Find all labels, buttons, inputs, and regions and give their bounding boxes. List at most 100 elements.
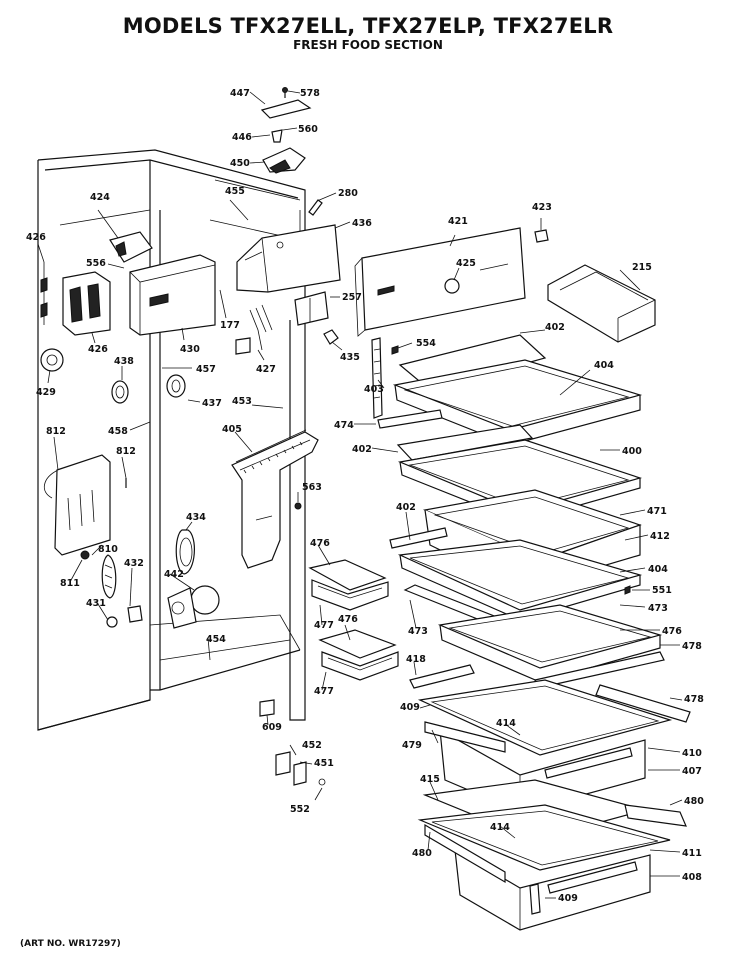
callout-215: 215 xyxy=(632,262,652,273)
callout-437: 437 xyxy=(202,398,222,409)
callout-421: 421 xyxy=(448,216,468,227)
callout-414-lower: 414 xyxy=(490,822,510,833)
callout-811: 811 xyxy=(60,578,80,589)
callout-812-right: 812 xyxy=(116,446,136,457)
light-socket-assembly xyxy=(167,529,220,629)
callout-402-low: 402 xyxy=(396,502,416,513)
wiring-427-257 xyxy=(235,291,329,355)
crisper-drawer-408 xyxy=(417,804,671,931)
part-280 xyxy=(308,199,323,216)
callout-411: 411 xyxy=(682,848,702,859)
callout-812-left: 812 xyxy=(46,426,66,437)
callout-415: 415 xyxy=(420,774,440,785)
callout-424: 424 xyxy=(90,192,110,203)
callout-404-top: 404 xyxy=(594,360,614,371)
crisper-drawer-407 xyxy=(417,679,673,813)
callout-563: 563 xyxy=(302,482,322,493)
callout-609: 609 xyxy=(262,722,282,733)
part-402-lower xyxy=(389,527,448,549)
callout-810: 810 xyxy=(98,544,118,555)
callout-426-bottom: 426 xyxy=(88,344,108,355)
callout-480-left: 480 xyxy=(412,848,432,859)
control-panel-421 xyxy=(354,227,526,337)
part-423 xyxy=(534,229,549,243)
callout-409-lower: 409 xyxy=(558,893,578,904)
callout-554: 554 xyxy=(416,338,436,349)
callout-446: 446 xyxy=(232,132,252,143)
callout-403: 403 xyxy=(364,384,384,395)
diagram-title: MODELS TFX27ELL, TFX27ELP, TFX27ELR xyxy=(122,14,614,38)
callout-423: 423 xyxy=(532,202,552,213)
callout-431: 431 xyxy=(86,598,106,609)
damper-control-assembly xyxy=(40,231,216,336)
callout-402-top: 402 xyxy=(545,322,565,333)
callout-438: 438 xyxy=(114,356,134,367)
callout-473-right: 473 xyxy=(648,603,668,614)
callout-457: 457 xyxy=(196,364,216,375)
diagram-subtitle: FRESH FOOD SECTION xyxy=(293,38,443,52)
callout-454: 454 xyxy=(206,634,226,645)
callout-478-lower: 478 xyxy=(684,694,704,705)
callout-409-upper: 409 xyxy=(400,702,420,713)
callout-408: 408 xyxy=(682,872,702,883)
lower-misc-parts xyxy=(259,699,326,786)
air-duct-405 xyxy=(231,429,319,569)
callout-402-mid: 402 xyxy=(352,444,372,455)
callout-476-cover: 476 xyxy=(662,626,682,637)
callout-426-top: 426 xyxy=(26,232,46,243)
shelf-rail-403 xyxy=(323,329,399,419)
callout-labels: 447 578 446 560 450 280 455 436 421 423 … xyxy=(26,88,704,904)
part-551 xyxy=(624,585,631,595)
callout-551: 551 xyxy=(652,585,672,596)
callout-480-right: 480 xyxy=(684,796,704,807)
callout-407: 407 xyxy=(682,766,702,777)
callout-458: 458 xyxy=(108,426,128,437)
callout-451: 451 xyxy=(314,758,334,769)
part-418 xyxy=(409,664,475,689)
callout-434: 434 xyxy=(186,512,206,523)
callout-477-lower: 477 xyxy=(314,686,334,697)
callout-414-upper: 414 xyxy=(496,718,516,729)
callout-432: 432 xyxy=(124,558,144,569)
door-bin-215 xyxy=(547,264,656,343)
callout-455: 455 xyxy=(225,186,245,197)
callout-177: 177 xyxy=(220,320,240,331)
control-housing-436 xyxy=(236,224,341,293)
callout-476-tray: 476 xyxy=(310,538,330,549)
callout-405: 405 xyxy=(222,424,242,435)
callout-430: 430 xyxy=(180,344,200,355)
callout-450: 450 xyxy=(230,158,250,169)
callout-556: 556 xyxy=(86,258,106,269)
part-480 xyxy=(624,804,687,827)
callout-412: 412 xyxy=(650,531,670,542)
callout-442: 442 xyxy=(164,569,184,580)
callout-560: 560 xyxy=(298,124,318,135)
callout-552: 552 xyxy=(290,804,310,815)
callout-436: 436 xyxy=(352,218,372,229)
callout-578: 578 xyxy=(300,88,320,99)
art-number: (ART NO. WR17297) xyxy=(20,939,121,949)
callout-404-low: 404 xyxy=(648,564,668,575)
small-trays-476-477 xyxy=(308,559,399,681)
part-474 xyxy=(377,409,443,429)
part-563 xyxy=(294,502,302,510)
callout-477-upper: 477 xyxy=(314,620,334,631)
left-misc-parts xyxy=(40,348,186,628)
callout-452: 452 xyxy=(302,740,322,751)
callout-473-left: 473 xyxy=(408,626,428,637)
callout-257: 257 xyxy=(342,292,362,303)
callout-476-small: 476 xyxy=(338,614,358,625)
callout-280: 280 xyxy=(338,188,358,199)
leader-lines xyxy=(37,90,683,899)
callout-429: 429 xyxy=(36,387,56,398)
callout-435: 435 xyxy=(340,352,360,363)
callout-418: 418 xyxy=(406,654,426,665)
callout-478-upper: 478 xyxy=(682,641,702,652)
part-478 xyxy=(595,684,691,723)
callout-474: 474 xyxy=(334,420,354,431)
callout-453: 453 xyxy=(232,396,252,407)
top-hinge-assembly xyxy=(260,87,312,174)
callout-471: 471 xyxy=(647,506,667,517)
callout-410: 410 xyxy=(682,748,702,759)
